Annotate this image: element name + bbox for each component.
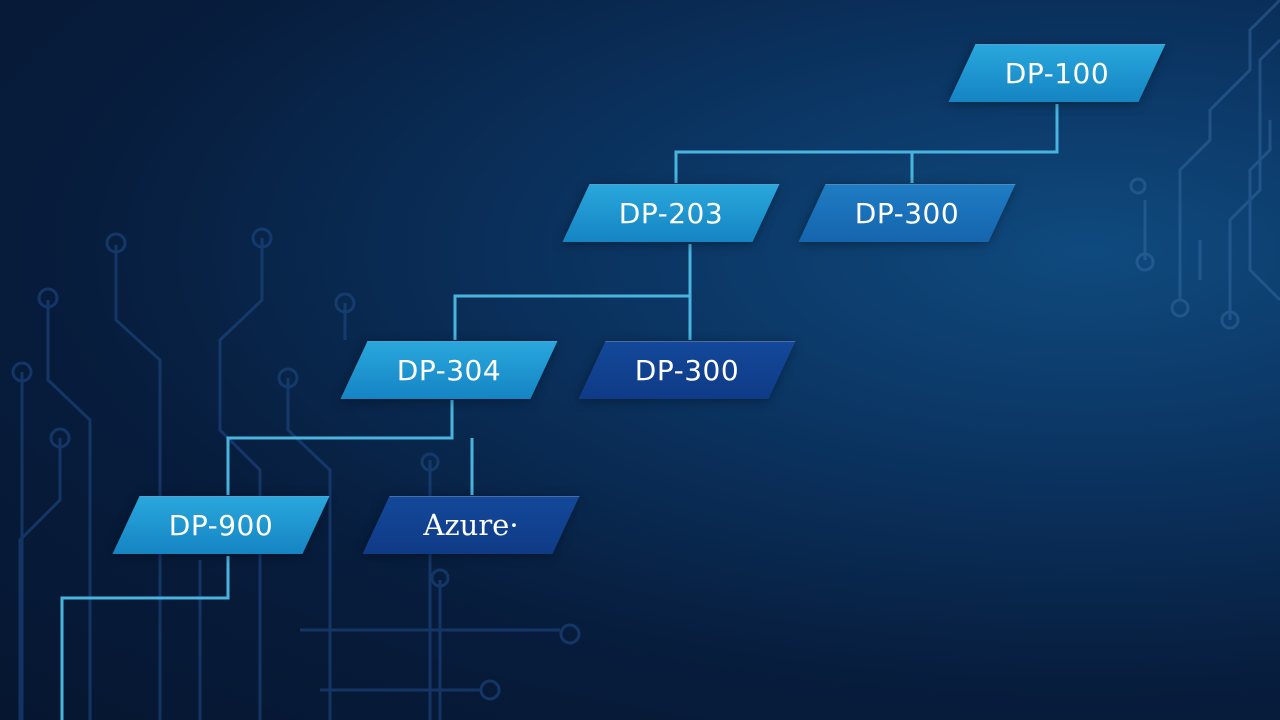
connector-dp900-down: [60, 556, 230, 720]
node-dp300-mid-label: DP-300: [634, 353, 740, 387]
node-dp300-top: DP-300: [812, 184, 1002, 242]
node-dp300-mid: DP-300: [592, 341, 782, 399]
node-dp203: DP-203: [576, 184, 766, 242]
node-azure: Azure·: [376, 496, 566, 554]
circuit-traces-right: [1129, 0, 1280, 330]
node-dp900-label: DP-900: [168, 508, 274, 542]
connector-dp304-to-row4: [226, 400, 454, 495]
connector-dp203-to-row3: [453, 244, 692, 340]
connector-lines: [60, 104, 1059, 720]
node-dp304-label: DP-304: [396, 353, 502, 387]
node-dp900: DP-900: [126, 496, 316, 554]
connector-dp100-to-row2: [674, 104, 1059, 183]
node-dp300-top-label: DP-300: [854, 196, 960, 230]
circuit-traces-left: [11, 227, 581, 720]
node-dp304: DP-304: [354, 341, 544, 399]
node-azure-label: Azure·: [423, 508, 519, 542]
node-dp100-label: DP-100: [1004, 56, 1110, 90]
node-dp203-label: DP-203: [618, 196, 724, 230]
node-dp100: DP-100: [962, 44, 1152, 102]
